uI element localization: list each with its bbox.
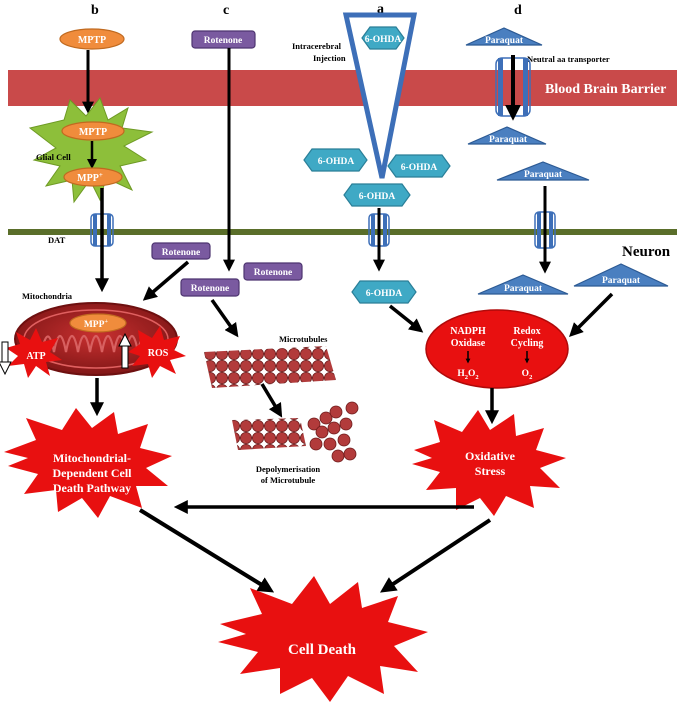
h2o2-label: H2O2	[457, 369, 478, 381]
pq-channel-right	[549, 212, 553, 248]
mptp-glial-label: MPTP	[79, 127, 107, 138]
mptp-top-label: MPTP	[78, 35, 106, 46]
paraquat-node-inside-right	[573, 263, 669, 287]
rotenone-node-top	[191, 30, 256, 49]
aa-channel-right	[523, 58, 528, 116]
mito-death-star-burst-icon	[4, 408, 172, 518]
barrier-label: Blood Brain Barrier	[545, 82, 666, 97]
arrow-microtubule-depolymerisation	[260, 383, 283, 418]
rotenone-node-right	[243, 262, 303, 281]
mptp-node-top	[59, 28, 125, 50]
ros-generation-cell	[425, 309, 569, 389]
arrow-oxidative-to-death	[379, 518, 492, 593]
dat-channel-right	[107, 214, 111, 246]
mpp-glial-label: MPP+	[77, 171, 103, 184]
blood-brain-barrier	[8, 70, 677, 106]
depolymerisation-label-2: of Microtubule	[261, 475, 316, 485]
paraquat-inside-left-label: Paraquat	[504, 284, 543, 294]
neuron-membrane	[8, 229, 677, 235]
ohda-left-label: 6-OHDA	[318, 157, 355, 167]
pq-channel-left	[537, 212, 541, 248]
paraquat-node-mid	[467, 126, 547, 145]
paraquat-mid-label: Paraquat	[489, 135, 528, 145]
ohda-channel-left	[371, 214, 375, 246]
oxidative-stress-star-burst-icon	[412, 410, 566, 516]
dat-label: DAT	[48, 235, 66, 245]
arrow-paraquat-to-redox	[569, 292, 614, 337]
paraquat-node-top	[465, 27, 543, 46]
rotenone-top-label: Rotenone	[204, 36, 243, 46]
ros-star-burst-icon	[128, 326, 186, 378]
ohda-injector-label: 6-OHDA	[365, 35, 402, 45]
atp-star-burst-icon	[6, 328, 62, 378]
atp-label: ATP	[26, 351, 45, 362]
cell-death-star-burst-icon	[218, 576, 428, 702]
rotenone-left-label: Rotenone	[162, 248, 201, 258]
ohda-node-right	[387, 154, 451, 178]
panel-label-d: d	[514, 3, 522, 18]
mptp-node-glial	[61, 121, 125, 141]
rotenone-right-label: Rotenone	[254, 268, 293, 278]
arrow-rotenone-to-microtubules	[210, 298, 239, 338]
transporter-label: Neutral aa transporter	[527, 54, 610, 64]
arrow-rotenone-to-mito	[142, 260, 190, 301]
ohda-inside-label: 6-OHDA	[366, 289, 403, 299]
mito-death-line-1: Mitochondrial-	[53, 451, 131, 465]
depolymerisation-label-1: Depolymerisation	[256, 464, 320, 474]
neuron-label: Neuron	[622, 244, 671, 260]
mito-death-line-2: Dependent Cell	[53, 466, 133, 480]
mpp-node-glial	[63, 167, 123, 187]
cell-death-label: Cell Death	[288, 642, 357, 658]
oxidative-stress-line-1: Oxidative	[465, 449, 516, 463]
microtubules-label: Microtubules	[279, 334, 328, 344]
atp-down-arrow-icon	[0, 341, 12, 376]
nadph-label-1: NADPH	[450, 326, 486, 337]
paraquat-lower-label: Paraquat	[524, 170, 563, 180]
glial-cell-label: Glial Cell	[36, 152, 71, 162]
ros-up-arrow-icon	[118, 332, 132, 369]
redox-label-2: Cycling	[511, 338, 544, 349]
aa-channel-left	[498, 58, 503, 116]
ohda-node-inside	[351, 280, 417, 304]
rotenone-node-mid	[180, 278, 240, 297]
ohda-node-center	[343, 183, 411, 207]
paraquat-inside-right-label: Paraquat	[602, 276, 641, 286]
panel-label-c: c	[223, 3, 229, 18]
injection-label-1: Intracerebral	[292, 41, 342, 51]
mito-death-line-3: Death Pathway	[53, 481, 131, 495]
injection-label-2: Injection	[313, 53, 346, 63]
mpp-mito-label: MPP+	[84, 318, 109, 330]
rotenone-mid-label: Rotenone	[191, 284, 230, 294]
paraquat-node-lower	[496, 161, 590, 181]
paraquat-node-inside-left	[477, 274, 569, 295]
ohda-node-injector	[361, 26, 405, 50]
depolymerised-microtubule-icon	[232, 401, 359, 463]
ros-label: ROS	[148, 348, 169, 359]
mitochondria-label: Mitochondria	[22, 291, 73, 301]
microtubule-icon	[204, 346, 336, 388]
redox-label-1: Redox	[513, 326, 540, 337]
ohda-center-label: 6-OHDA	[359, 192, 396, 202]
nadph-label-2: Oxidase	[451, 338, 486, 349]
oxidative-stress-line-2: Stress	[475, 464, 506, 478]
paraquat-top-label: Paraquat	[485, 36, 524, 46]
dat-channel-left	[93, 214, 97, 246]
arrow-mito-pathway-to-death	[138, 508, 275, 593]
ohda-right-label: 6-OHDA	[401, 163, 438, 173]
ohda-node-left	[303, 148, 368, 172]
panel-label-a: a	[377, 2, 384, 17]
arrow-ohda-to-oxidase	[388, 304, 424, 333]
o2-label: O2	[522, 369, 533, 381]
mpp-node-mito	[69, 313, 127, 333]
panel-label-b: b	[91, 3, 99, 18]
rotenone-node-left	[151, 242, 211, 260]
ohda-channel-right	[383, 214, 387, 246]
syringe-icon	[342, 12, 418, 179]
